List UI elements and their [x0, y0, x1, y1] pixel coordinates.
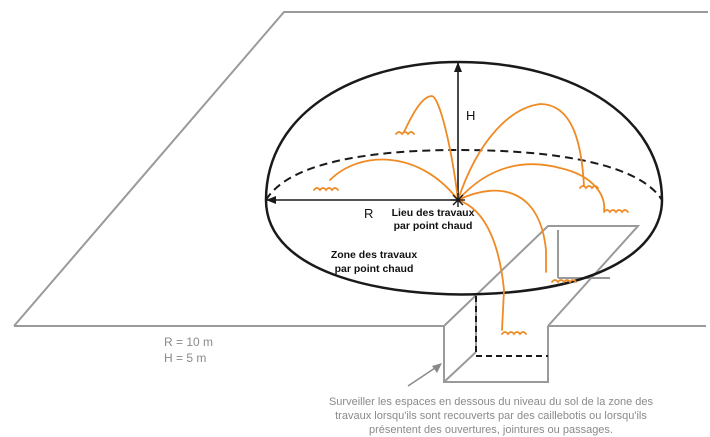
radius-label: R [364, 206, 373, 221]
dimension-lines [266, 62, 459, 201]
hot-work-location-label-line1: Lieu des travaux [392, 207, 475, 219]
spark-curl-1 [395, 131, 415, 136]
hazard-hemisphere [264, 60, 664, 296]
spark-curl-4 [603, 209, 629, 214]
hot-work-zone-label-line1: Zone des travaux [331, 249, 418, 261]
hot-work-location-label-line2: par point chaud [394, 220, 473, 232]
spark-trajectories [313, 95, 629, 336]
note-line1: Surveiller les espaces en dessous du niv… [329, 396, 654, 408]
spark-curl-5 [551, 279, 577, 284]
spark-path-3 [457, 103, 585, 201]
spark-path-1 [403, 95, 459, 201]
hot-work-zone-label-line2: par point chaud [335, 263, 414, 275]
height-arrowhead [454, 62, 462, 72]
hemisphere-dome-outline [264, 60, 664, 201]
hemisphere-base-outline [264, 199, 664, 296]
spark-curl-6 [501, 331, 527, 336]
ground-plane [13, 11, 708, 327]
spark-curl-3 [579, 185, 599, 190]
spark-curl-2 [313, 187, 339, 192]
radius-value: R = 10 m [164, 335, 213, 349]
pit-hidden-edges [475, 296, 548, 357]
note-line3: présentent des ouvertures, jointures ou … [369, 424, 613, 436]
height-label: H [466, 108, 475, 123]
note-leader-arrow [407, 363, 442, 387]
spark-path-4 [457, 163, 606, 211]
hot-work-point-icon [451, 193, 465, 207]
dimension-arrowheads [266, 62, 462, 204]
spark-path-5 [457, 189, 547, 273]
height-value: H = 5 m [164, 351, 206, 365]
note-line2: travaux lorsqu'ils sont recouverts par d… [335, 410, 647, 422]
floor-opening-pit [443, 225, 641, 383]
spark-path-6 [457, 199, 505, 331]
radius-arrowhead [266, 196, 276, 204]
spark-path-2 [329, 158, 459, 201]
